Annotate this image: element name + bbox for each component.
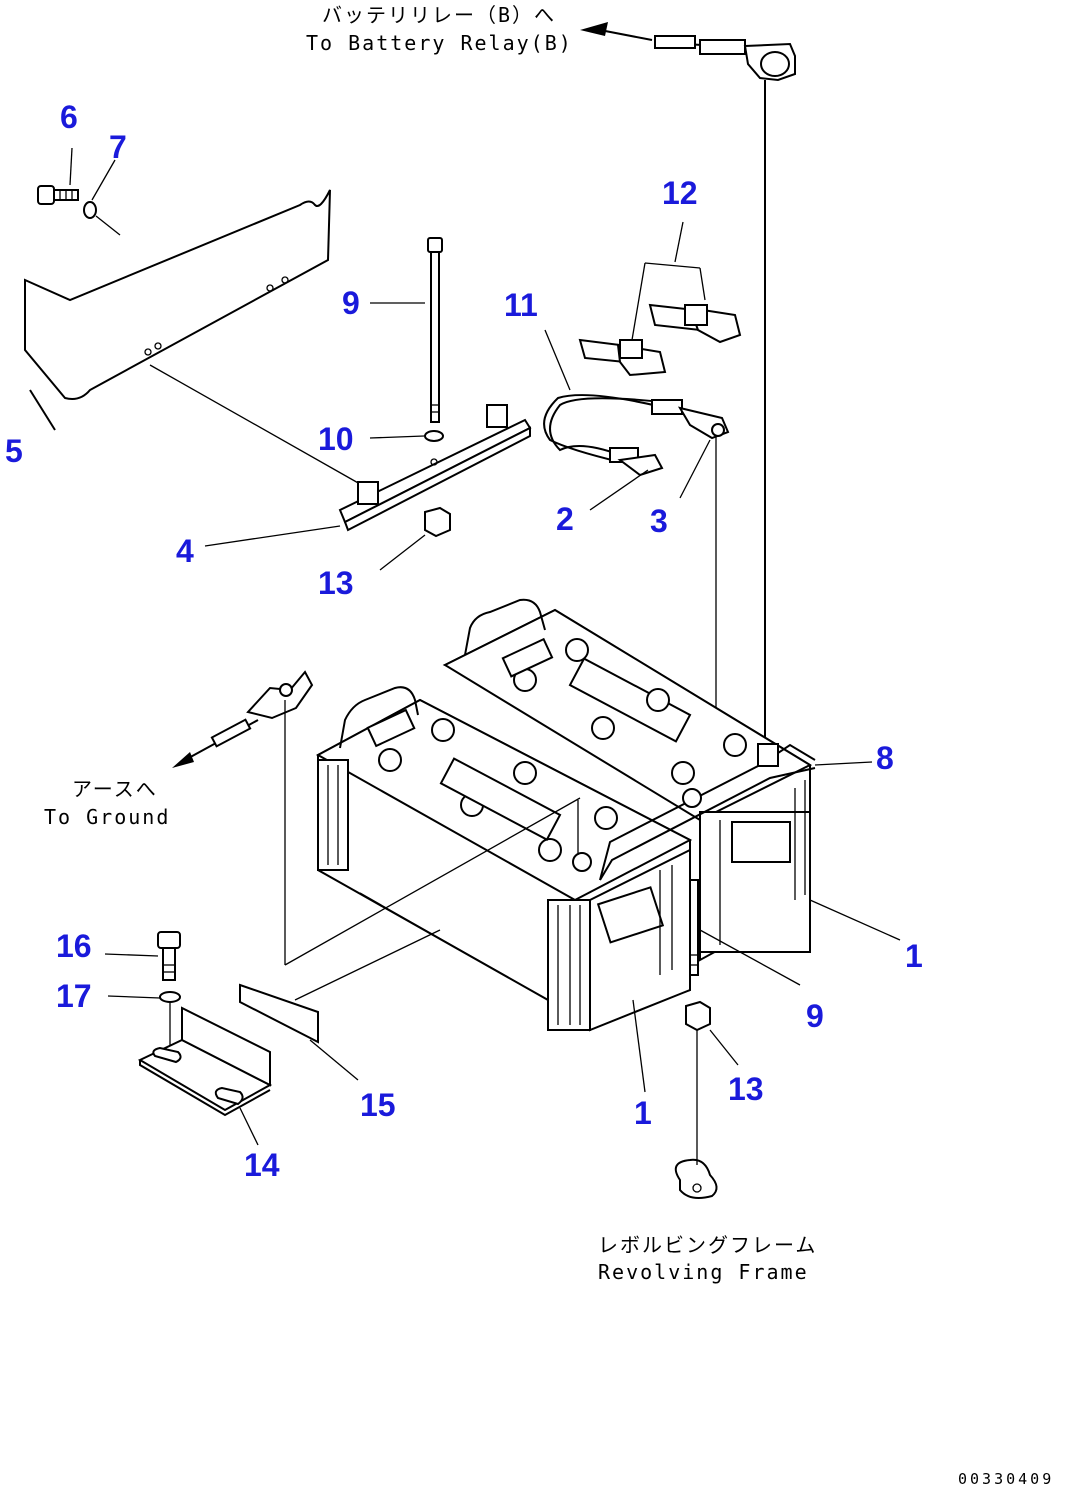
part-number-17: 17 — [56, 978, 92, 1014]
part-number-13-upper: 13 — [318, 565, 354, 601]
part-number-1-bottom: 1 — [634, 1095, 652, 1131]
part-number-14: 14 — [244, 1147, 280, 1183]
note-ground-en: To Ground — [44, 805, 170, 829]
part-number-16: 16 — [56, 928, 92, 964]
part-number-8: 8 — [876, 740, 894, 776]
note-battery-relay-en: To Battery Relay(B) — [306, 31, 573, 55]
note-battery-relay-jp: バッテリリレー（B）へ — [322, 3, 556, 27]
part-number-11: 11 — [504, 287, 538, 323]
part-number-9-lower: 9 — [806, 998, 824, 1034]
part-number-13-lower: 13 — [728, 1071, 764, 1107]
long-bolt-part-9-lower — [689, 879, 801, 986]
arrow-to-ground-icon — [172, 752, 194, 768]
note-revolving-frame-en: Revolving Frame — [598, 1260, 809, 1284]
part-number-2: 2 — [556, 501, 574, 537]
drawing-id: 00330409 — [958, 1470, 1054, 1488]
nut-part-13-upper — [379, 506, 451, 571]
battery-frame-part-8 — [599, 743, 873, 881]
part-number-12: 12 — [662, 175, 698, 211]
part-number-4: 4 — [176, 533, 194, 569]
battery-cover-part-5 — [24, 189, 361, 485]
ground-cable — [172, 670, 581, 966]
terminal-part-2 — [589, 469, 649, 511]
long-bolt-part-9 — [370, 237, 443, 423]
note-ground-jp: アースへ — [72, 777, 158, 801]
terminal-cover-part-12 — [578, 221, 742, 377]
washer-part-10 — [369, 430, 444, 442]
arrow-to-relay-icon — [580, 22, 608, 36]
battery-relay-connector — [580, 22, 796, 740]
washer-part-7 — [83, 159, 121, 236]
bolt-part-6 — [37, 147, 79, 205]
part-number-7: 7 — [109, 129, 127, 165]
part-number-10: 10 — [318, 421, 354, 457]
leader-part-1-right — [809, 899, 901, 941]
part-number-9-upper: 9 — [342, 285, 360, 321]
part-number-15: 15 — [360, 1087, 396, 1123]
pad-part-15 — [239, 929, 441, 1081]
battery-part-1-rear — [442, 598, 813, 962]
hold-down-bar-part-4 — [204, 404, 532, 547]
note-revolving-frame-jp: レボルビングフレーム — [598, 1233, 817, 1257]
part-number-5: 5 — [5, 433, 23, 469]
nut-part-13-lower — [685, 1000, 739, 1165]
revolving-frame-pad — [674, 1158, 718, 1199]
part-number-3: 3 — [650, 503, 668, 539]
part-number-6: 6 — [60, 99, 78, 135]
washer-part-17 — [107, 991, 181, 1045]
leader-part-1-front-edge — [359, 892, 549, 1001]
battery-part-1-front — [315, 686, 693, 1032]
part-number-1-right: 1 — [905, 938, 923, 974]
leader-part-1-bottom — [632, 999, 646, 1093]
battery-cable-part-11 — [543, 329, 730, 477]
bracket-part-14 — [137, 1006, 273, 1146]
bolt-part-16 — [104, 931, 181, 981]
